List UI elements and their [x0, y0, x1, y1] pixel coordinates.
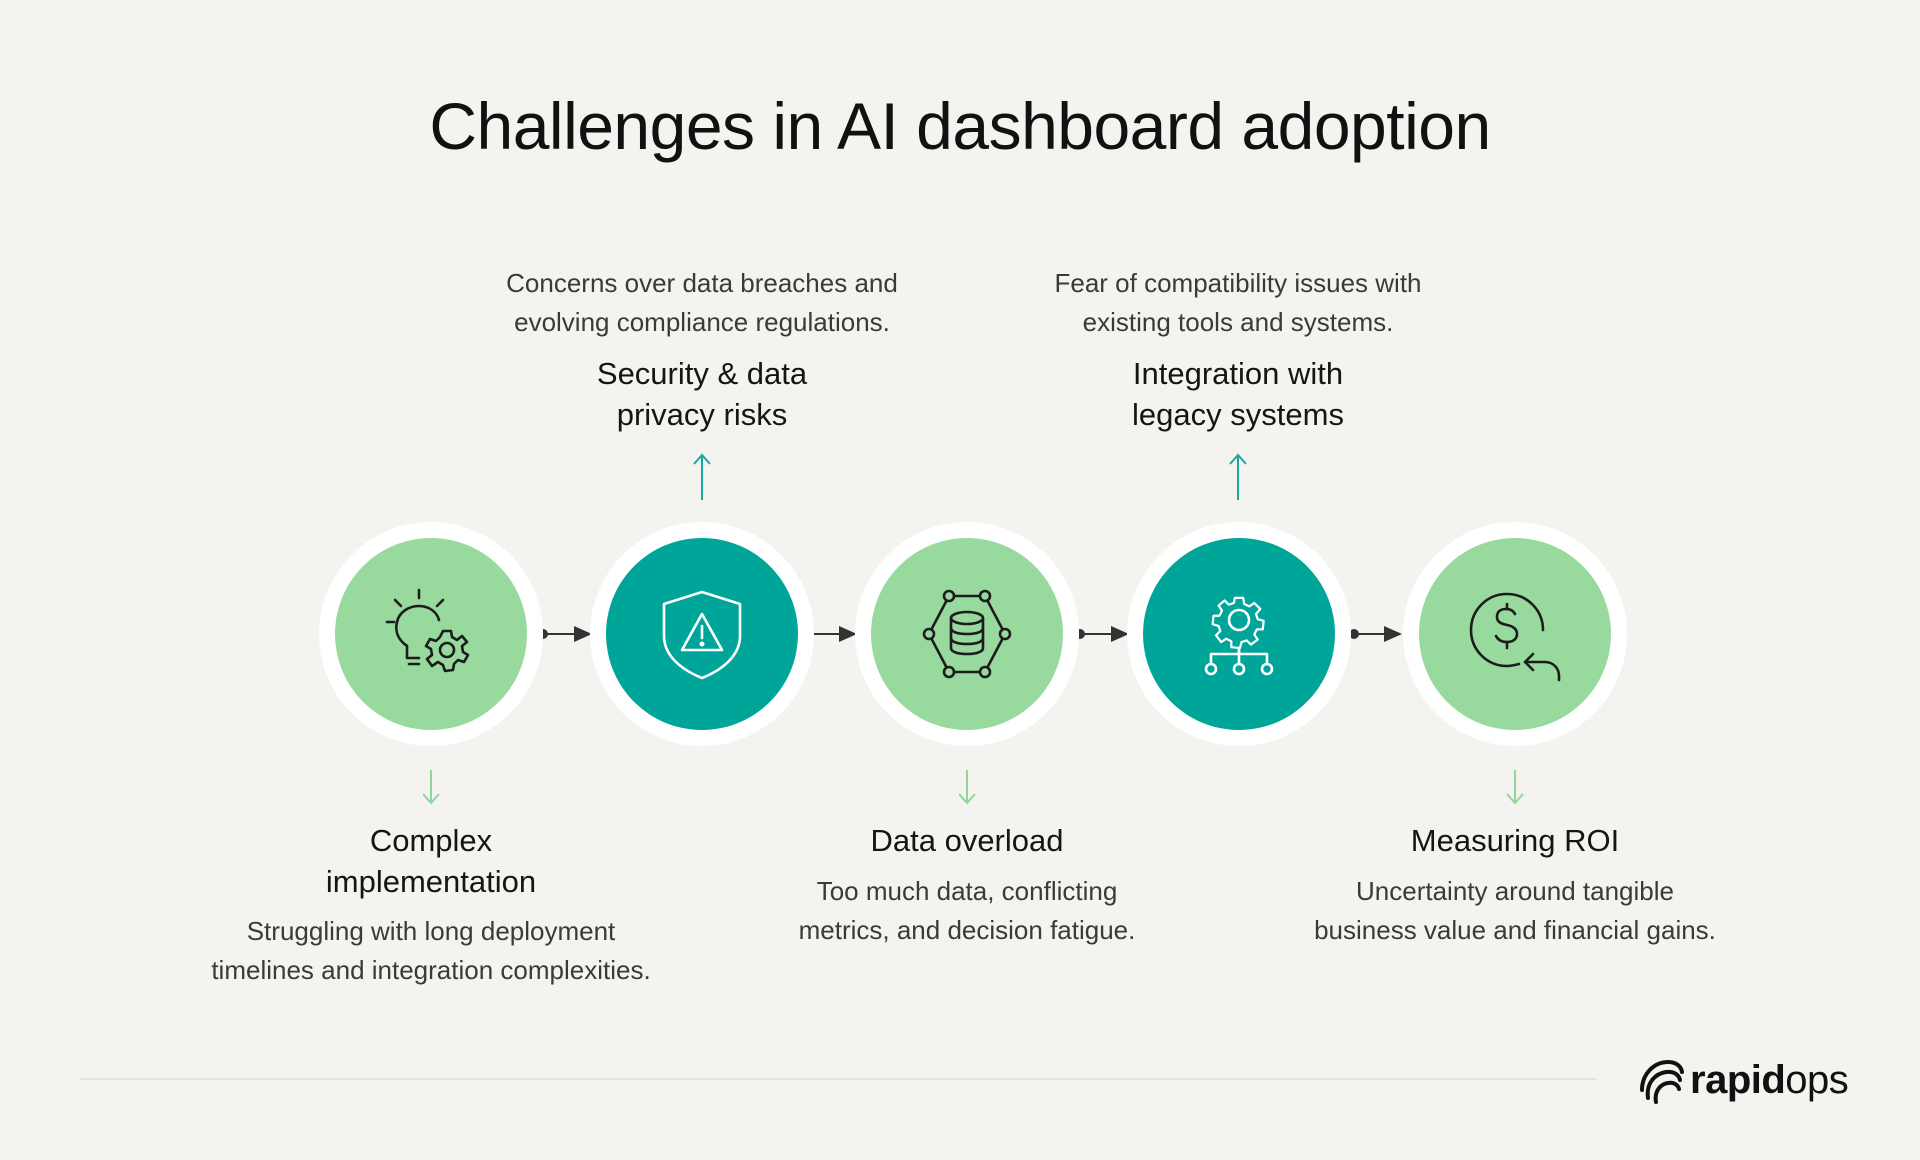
footer-divider — [80, 1078, 1596, 1080]
down-arrow-icon — [1506, 770, 1524, 805]
description-line: business value and financial gains. — [1314, 915, 1716, 945]
description-line: existing tools and systems. — [1082, 307, 1394, 337]
logo-wordmark-light: ops — [1785, 1057, 1849, 1102]
step-description-data-overload: Too much data, conflicting metrics, and … — [707, 872, 1227, 950]
flow-connector-3 — [1075, 626, 1129, 642]
logo-wordmark-bold: rapid — [1690, 1057, 1786, 1102]
step-description-measuring-roi: Uncertainty around tangible business val… — [1255, 872, 1775, 950]
gear-network-icon — [1204, 596, 1274, 676]
step-node-data-overload — [855, 522, 1079, 746]
step-description-complex-implementation: Struggling with long deployment timeline… — [171, 912, 691, 990]
flow-connector-4 — [1349, 626, 1402, 642]
step-node-measuring-roi — [1403, 522, 1627, 746]
down-arrow-icon — [422, 770, 440, 805]
step-description-legacy-integration: Fear of compatibility issues with existi… — [978, 264, 1498, 342]
description-line: Uncertainty around tangible — [1356, 876, 1674, 906]
description-line: Too much data, conflicting — [816, 876, 1118, 906]
heading-line: implementation — [325, 864, 537, 899]
shield-warning-icon — [662, 590, 742, 680]
step-heading-legacy-integration: Integration with legacy systems — [1028, 353, 1448, 435]
down-arrow-icon — [958, 770, 976, 805]
heading-line: Data overload — [870, 823, 1064, 858]
step-heading-data-overload: Data overload — [757, 820, 1177, 861]
description-line: timelines and integration complexities. — [211, 955, 651, 985]
step-description-security-privacy: Concerns over data breaches and evolving… — [442, 264, 962, 342]
description-line: evolving compliance regulations. — [514, 307, 890, 337]
up-arrow-icon — [693, 453, 711, 500]
step-heading-complex-implementation: Complex implementation — [221, 820, 641, 902]
step-heading-security-privacy: Security & data privacy risks — [492, 353, 912, 435]
step-node-security-privacy — [590, 522, 814, 746]
dollar-return-icon — [1469, 592, 1561, 682]
brand-logo: rapidops — [1634, 1052, 1849, 1108]
rapidops-logo-icon — [1640, 1059, 1684, 1104]
description-line: Fear of compatibility issues with — [1054, 268, 1422, 298]
description-line: Concerns over data breaches and — [506, 268, 898, 298]
up-arrow-icon — [1229, 453, 1247, 500]
page-title: Challenges in AI dashboard adoption — [429, 89, 1491, 163]
heading-line: privacy risks — [616, 397, 788, 432]
heading-line: Measuring ROI — [1410, 823, 1620, 858]
heading-line: legacy systems — [1132, 397, 1344, 432]
logo-wordmark: rapidops — [1690, 1057, 1849, 1103]
database-network-icon — [922, 589, 1012, 679]
step-heading-measuring-roi: Measuring ROI — [1305, 820, 1725, 861]
heading-line: Complex — [369, 823, 493, 858]
description-line: metrics, and decision fatigue. — [798, 915, 1136, 945]
heading-line: Security & data — [596, 356, 808, 391]
flow-connector-1 — [538, 626, 592, 642]
step-node-complex-implementation — [319, 522, 543, 746]
description-line: Struggling with long deployment — [246, 916, 616, 946]
lightbulb-gear-icon — [385, 588, 470, 673]
step-node-legacy-integration — [1127, 522, 1351, 746]
heading-line: Integration with — [1132, 356, 1344, 391]
